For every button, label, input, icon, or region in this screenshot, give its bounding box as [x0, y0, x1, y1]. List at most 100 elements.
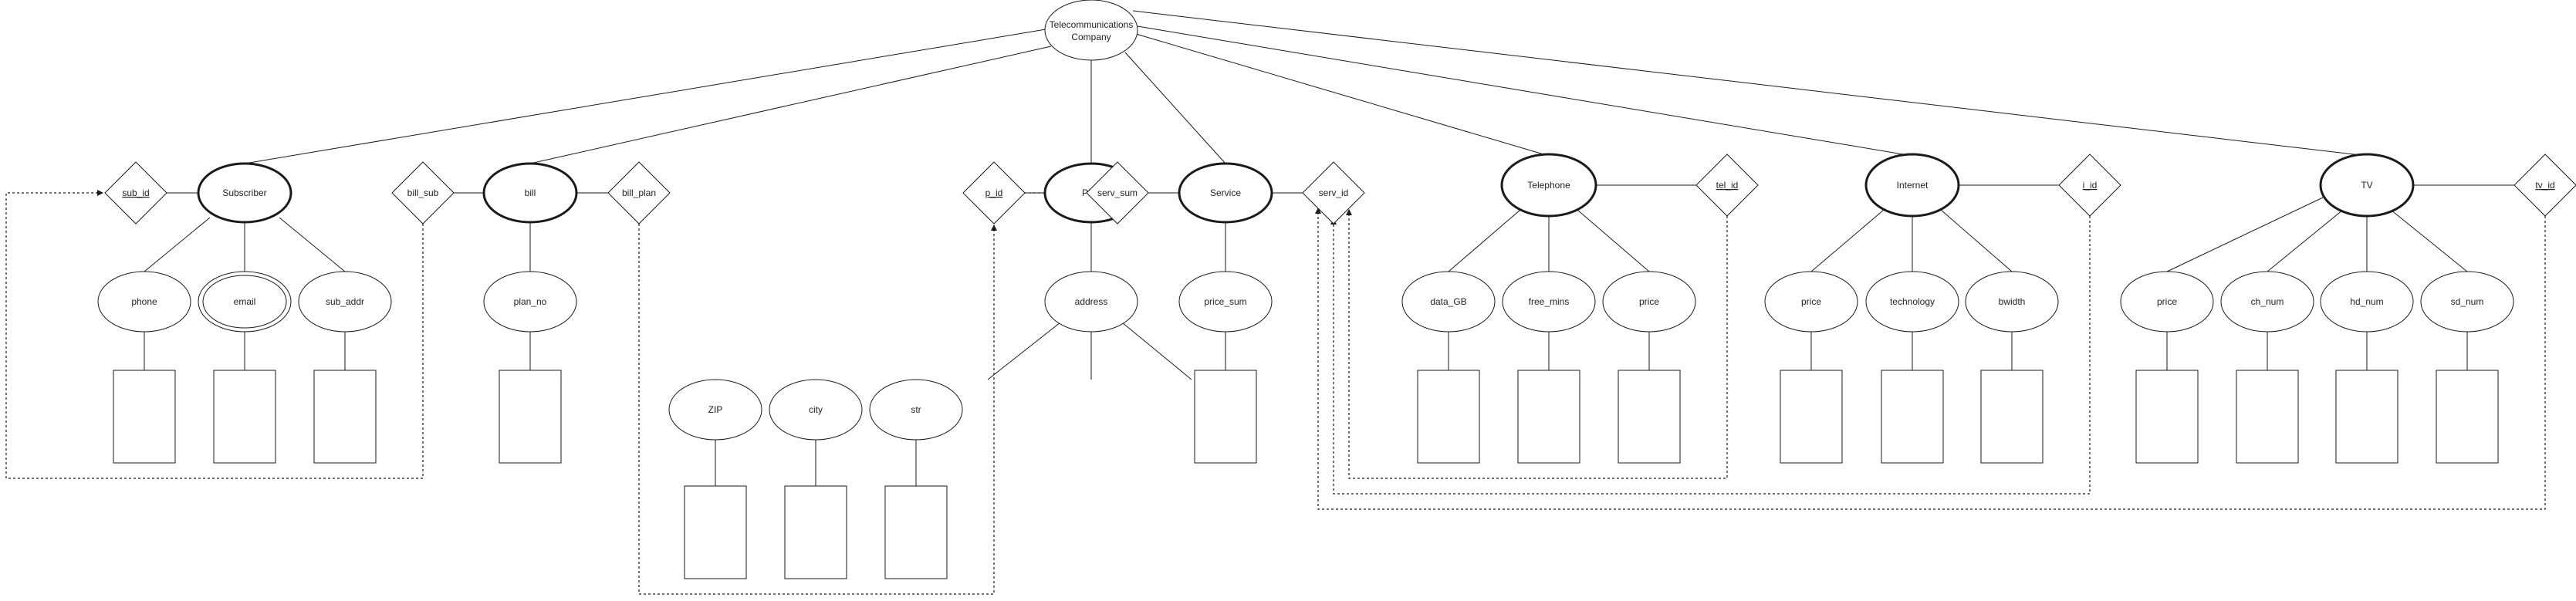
pricesum-value-box — [1194, 370, 1257, 464]
zip-value-box — [684, 485, 747, 579]
telephone-entity[interactable] — [1500, 153, 1597, 218]
root-label-line1: Telecommunications — [1050, 19, 1134, 30]
pid-diamond[interactable] — [962, 161, 1026, 225]
edge-tel-price — [1577, 209, 1650, 272]
bwidth-attribute[interactable] — [1965, 271, 2059, 333]
bill-label: bill — [525, 187, 536, 198]
chnum-value-box — [2236, 370, 2299, 464]
internet-label: Internet — [1897, 180, 1929, 191]
intprice-label: price — [1801, 296, 1821, 307]
freemins-attribute[interactable] — [1502, 271, 1596, 333]
str-value-box — [884, 485, 948, 579]
root-label-line2: Company — [1071, 32, 1111, 42]
hdnum-attribute[interactable] — [2320, 271, 2414, 333]
tvprice-attribute[interactable] — [2120, 271, 2214, 333]
subaddr-value-box — [313, 370, 377, 464]
telprice-label: price — [1639, 296, 1659, 307]
email-value-box — [213, 370, 276, 464]
tvprice-label: price — [2157, 296, 2177, 307]
tvid-label: tv_id — [2535, 180, 2554, 191]
servsum-label: serv_sum — [1097, 187, 1138, 198]
ref-billplan-pid — [638, 224, 997, 595]
telid-diamond[interactable] — [1695, 154, 1759, 217]
ref-tvid-servid — [1315, 208, 2546, 510]
telprice-attribute[interactable] — [1602, 271, 1696, 333]
edge-root-internet — [1137, 25, 1913, 157]
edge-int-bwidth — [1940, 209, 2013, 272]
planno-label: plan_no — [514, 296, 547, 307]
ref-iid-servid — [1330, 216, 2091, 495]
tvprice-value-box — [2135, 370, 2199, 464]
billplan-label: bill_plan — [622, 187, 656, 198]
edge-root-tv — [1132, 10, 2368, 157]
city-value-box — [784, 485, 847, 579]
subscriber-entity[interactable] — [197, 162, 292, 224]
attribute-connectors — [144, 197, 2468, 486]
edge-address-zip — [987, 322, 1061, 380]
telephone-group: Telephone tel_id data_GB free_mins price — [1401, 153, 1759, 464]
phone-attribute[interactable] — [97, 271, 191, 333]
tv-entity[interactable] — [2319, 153, 2415, 218]
servsum-diamond[interactable] — [1086, 161, 1149, 225]
service-label: Service — [1210, 187, 1241, 198]
zip-attribute[interactable] — [668, 379, 762, 441]
sdnum-value-box — [2436, 370, 2499, 464]
iid-label: i_id — [2083, 180, 2098, 191]
edge-tel-data — [1448, 209, 1521, 272]
iid-diamond[interactable] — [2058, 154, 2121, 217]
planno-value-box — [499, 370, 562, 464]
bill-group: bill_sub bill bill_plan plan_no — [391, 161, 671, 464]
address-attribute[interactable] — [1044, 271, 1138, 333]
intprice-attribute[interactable] — [1764, 271, 1858, 333]
technology-value-box — [1881, 370, 1944, 464]
bill-entity[interactable] — [482, 162, 578, 224]
freemins-value-box — [1517, 370, 1580, 464]
sdnum-attribute[interactable] — [2420, 271, 2514, 333]
billsub-label: bill_sub — [407, 187, 439, 198]
tv-label: TV — [2361, 180, 2372, 191]
edge-tv-ch — [2267, 209, 2344, 272]
ref-telid-servid — [1346, 209, 1728, 479]
pricesum-attribute[interactable] — [1178, 271, 1273, 333]
internet-group: Internet i_id price technology bwidth — [1764, 153, 2121, 464]
edge-address-str — [1121, 322, 1192, 380]
datagb-label: data_GB — [1430, 296, 1466, 307]
edge-root-subscriber — [244, 29, 1046, 164]
city-attribute[interactable] — [769, 379, 863, 441]
bwidth-value-box — [1980, 370, 2044, 464]
pid-label: p_id — [985, 187, 1003, 198]
pricesum-label: price_sum — [1204, 296, 1246, 307]
ref-billsub-subid — [5, 190, 424, 479]
subscriber-label: Subscriber — [222, 187, 266, 198]
datagb-attribute[interactable] — [1401, 271, 1496, 333]
phone-label: phone — [131, 296, 157, 307]
zip-label: ZIP — [708, 404, 723, 415]
subid-diamond[interactable] — [104, 161, 167, 225]
telprice-value-box — [1618, 370, 1681, 464]
root-connectors — [244, 10, 2368, 164]
bwidth-label: bwidth — [1999, 296, 2026, 307]
email-attribute-inner — [202, 275, 287, 329]
technology-attribute[interactable] — [1865, 271, 1959, 333]
internet-entity[interactable] — [1864, 153, 1960, 218]
subaddr-attribute[interactable] — [298, 271, 392, 333]
str-attribute[interactable] — [869, 379, 963, 441]
service-entity[interactable] — [1178, 162, 1273, 224]
email-label: email — [234, 296, 256, 307]
billplan-diamond[interactable] — [607, 161, 671, 225]
edge-root-bill — [529, 46, 1052, 164]
chnum-attribute[interactable] — [2220, 271, 2314, 333]
billsub-diamond[interactable] — [391, 161, 455, 225]
chnum-label: ch_num — [2251, 296, 2284, 307]
edge-sub-phone — [144, 217, 211, 272]
tvid-diamond[interactable] — [2513, 154, 2576, 217]
servid-diamond[interactable] — [1302, 161, 1365, 225]
planno-attribute[interactable] — [483, 271, 577, 333]
subid-label: sub_id — [122, 187, 149, 198]
root-entity[interactable]: Telecommunications Company — [1044, 0, 1138, 61]
servid-label: serv_id — [1319, 187, 1349, 198]
plan-group: Plan p_id address ZIP city str — [668, 161, 1139, 579]
freemins-label: free_mins — [1529, 296, 1570, 307]
edge-sub-addr — [279, 217, 346, 272]
tv-group: TV tv_id price ch_num hd_num sd_num — [2120, 153, 2576, 464]
